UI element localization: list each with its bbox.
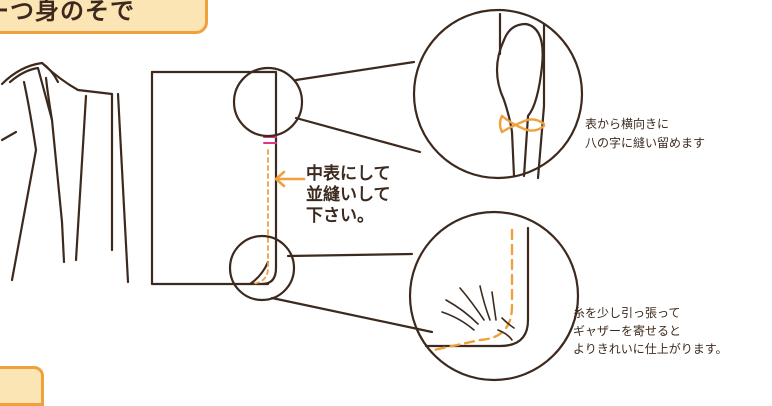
bottom-note-line-1: 糸を少し引っ張って bbox=[573, 306, 681, 320]
main-instruction-line-2: 並縫いして bbox=[306, 185, 391, 205]
main-instruction-line-3: 下さい。 bbox=[306, 206, 374, 226]
bottom-note: 糸を少し引っ張って ギャザーを寄せると よりきれいに仕上がります。 bbox=[573, 304, 728, 358]
callout-circle-bottom-small bbox=[228, 234, 296, 302]
sleeve-diagram: ーつ身のそで bbox=[0, 0, 728, 406]
gather-strokes bbox=[441, 285, 515, 341]
page-title: ーつ身のそで bbox=[0, 0, 135, 25]
pointer-arrow bbox=[274, 170, 306, 188]
stitch-mark bbox=[263, 136, 277, 144]
diagram-canvas bbox=[0, 8, 584, 382]
title-tab: ーつ身のそで bbox=[0, 0, 208, 34]
sleeve-outline bbox=[150, 70, 278, 286]
running-stitch bbox=[251, 149, 269, 285]
magnified-bottom-view bbox=[408, 210, 580, 382]
top-note-line-1: 表から横向きに bbox=[585, 117, 670, 131]
bottom-note-line-2: ギャザーを寄せると bbox=[573, 324, 682, 338]
main-instruction: 中表にして 並縫いして 下さい。 bbox=[306, 164, 391, 227]
main-instruction-line-1: 中表にして bbox=[306, 164, 391, 184]
callout-connectors bbox=[270, 60, 434, 334]
callout-circle-top-small bbox=[232, 66, 304, 138]
corner-tab bbox=[0, 366, 44, 406]
top-note: 表から横向きに 八の字に縫い留めます bbox=[585, 115, 705, 153]
kimono-body-outline bbox=[0, 61, 130, 284]
magnified-top-view bbox=[412, 8, 584, 180]
bottom-note-line-3: よりきれいに仕上がります。 bbox=[573, 342, 728, 356]
top-note-line-2: 八の字に縫い留めます bbox=[585, 136, 706, 150]
